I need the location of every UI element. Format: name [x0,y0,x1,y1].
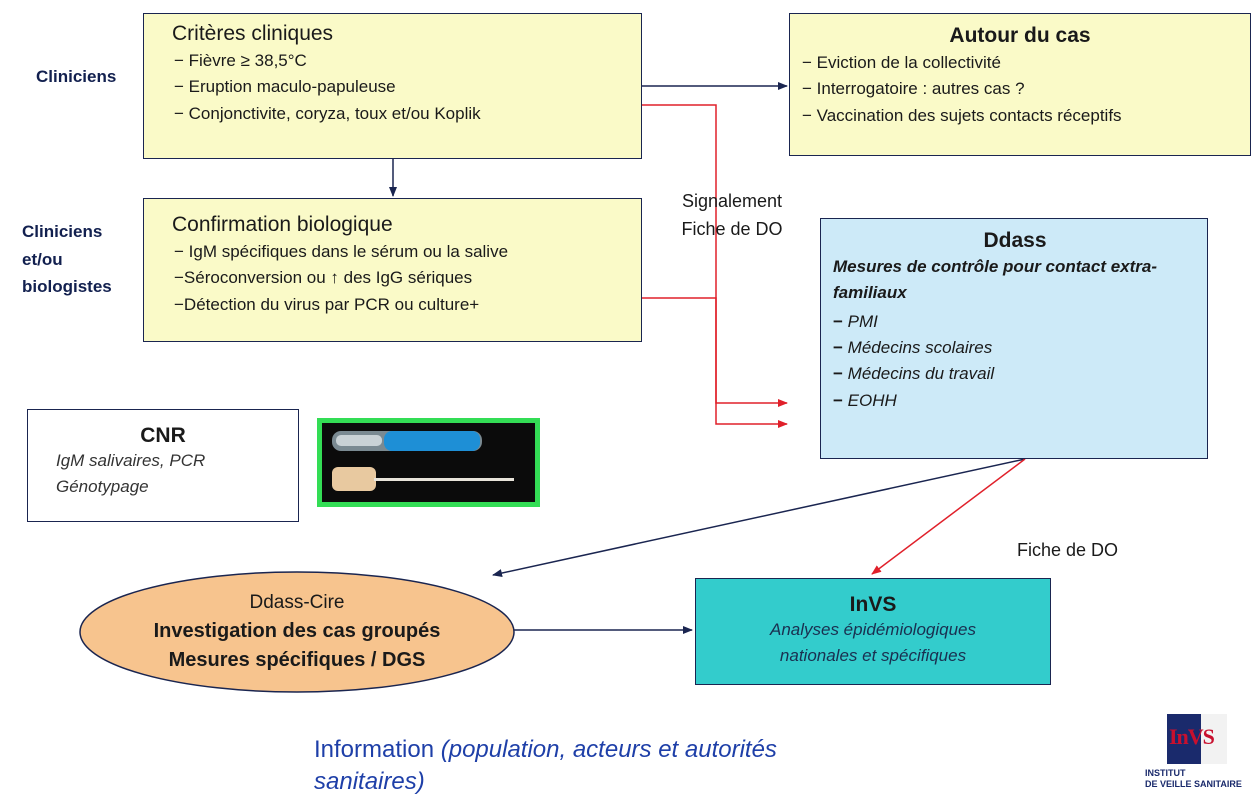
dash-icon: − [833,338,843,358]
ddass-item: − Médecins du travail [833,361,1197,387]
confirmation-item: − IgM spécifiques dans le sérum ou la sa… [174,242,509,261]
autour-item: − Interrogatoire : autres cas ? [802,79,1025,99]
label-line-3: biologistes [22,277,112,297]
criteres-cliniques-box: Critères cliniques − Fièvre ≥ 38,5°C − E… [143,13,642,159]
cnr-box: CNR IgM salivaires, PCR Génotypage [27,409,299,522]
ddass-cire-text: Ddass-Cire Investigation des cas groupés… [80,589,514,675]
signalement-line: Signalement [681,191,783,211]
signalement-label: Signalement Fiche de DO [662,188,802,244]
criteres-title: Critères cliniques [172,22,334,45]
ddass-box: Ddass Mesures de contrôle pour contact e… [820,218,1208,459]
ddass-item: − EOHH [833,388,1197,414]
ddass-cire-line: Investigation des cas groupés [153,619,441,642]
saliva-kit-photo [317,418,540,507]
label-cliniciens: Cliniciens [36,67,117,86]
ddass-item: − Médecins scolaires [833,335,1197,361]
invs-box: InVS Analyses épidémiologiques nationale… [695,578,1051,685]
invs-logo-line2: DE VEILLE SANITAIRE [1145,779,1242,789]
label-line-2: et/ou [22,249,63,269]
dash-icon: − [833,311,843,331]
ddass-item-label: PMI [847,311,878,331]
label-cliniciens-biologistes: Cliniciens et/ou biologistes [22,218,112,301]
confirmation-biologique-box: Confirmation biologique − IgM spécifique… [143,198,642,342]
fiche-do-label: Fiche de DO [1017,540,1119,560]
invs-title: InVS [849,593,897,616]
autour-title: Autour du cas [949,24,1091,47]
ddass-cire-ellipse [79,571,515,693]
criteres-item: − Conjonctivite, coryza, toux et/ou Kopl… [174,103,481,123]
ddass-item-label: Médecins scolaires [847,338,993,358]
information-detail: sanitaires) [314,768,425,796]
confirmation-item: −Détection du virus par PCR ou culture+ [174,294,480,314]
information-main: Information [314,736,435,763]
criteres-item: − Eruption maculo-papuleuse [174,77,396,97]
invs-line: nationales et spécifiques [779,646,967,666]
autour-item: − Eviction de la collectivité [802,53,1001,72]
cnr-title: CNR [140,424,186,447]
autour-item: − Vaccination des sujets contacts récept… [802,105,1122,125]
saliva-kit-illustration [332,431,514,491]
invs-logo-line1: INSTITUT [1145,768,1186,778]
arrow-signalement-path [642,104,788,407]
confirmation-item: −Séroconversion ou ↑ des IgG sériques [174,268,473,288]
arrow-ddass-to-cire [492,458,1026,577]
ddass-item-label: Médecins du travail [847,364,995,384]
invs-logo: InVS INSTITUT DE VEILLE SANITAIRE [1145,712,1251,794]
invs-logo-mark [1167,714,1227,764]
ddass-title: Ddass [983,229,1047,252]
ddass-item-label: EOHH [847,390,897,410]
dash-icon: − [833,390,843,410]
cnr-line: IgM salivaires, PCR [56,451,206,470]
arrow-confirmation-path [642,297,788,428]
information-text: Information (population, acteurs et auto… [314,734,994,799]
invs-line: Analyses épidémiologiques [769,620,977,639]
autour-du-cas-box: Autour du cas − Eviction de la collectiv… [789,13,1251,156]
ddass-item: − PMI [833,309,1197,335]
cnr-line: Génotypage [56,477,149,497]
dash-icon: − [833,364,843,384]
arrow-ddass-to-invs [871,458,1026,575]
criteres-item: − Fièvre ≥ 38,5°C [174,51,307,70]
ddass-cire-line: Mesures spécifiques / DGS [168,648,426,671]
ddass-subtitle: Mesures de contrôle pour contact extra-f… [833,257,1158,303]
invs-logo-letters: InVS [1169,724,1215,749]
confirmation-title: Confirmation biologique [172,213,393,236]
signalement-line: Fiche de DO [681,218,783,239]
information-detail: (population, acteurs et autorités [440,736,777,763]
ddass-cire-title: Ddass-Cire [249,592,345,613]
label-line-1: Cliniciens [22,222,103,241]
